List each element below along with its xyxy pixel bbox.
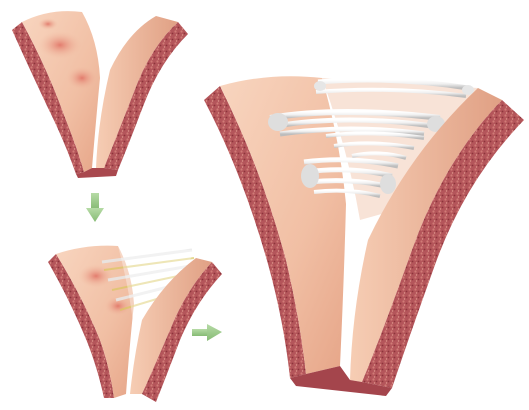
tissue-gap-panel: [12, 11, 188, 178]
enlarged-bridging-panel: [204, 76, 524, 396]
down-arrow-icon: [86, 193, 104, 222]
right-arrow-icon: [192, 324, 222, 341]
bridging-panel: [48, 246, 222, 402]
